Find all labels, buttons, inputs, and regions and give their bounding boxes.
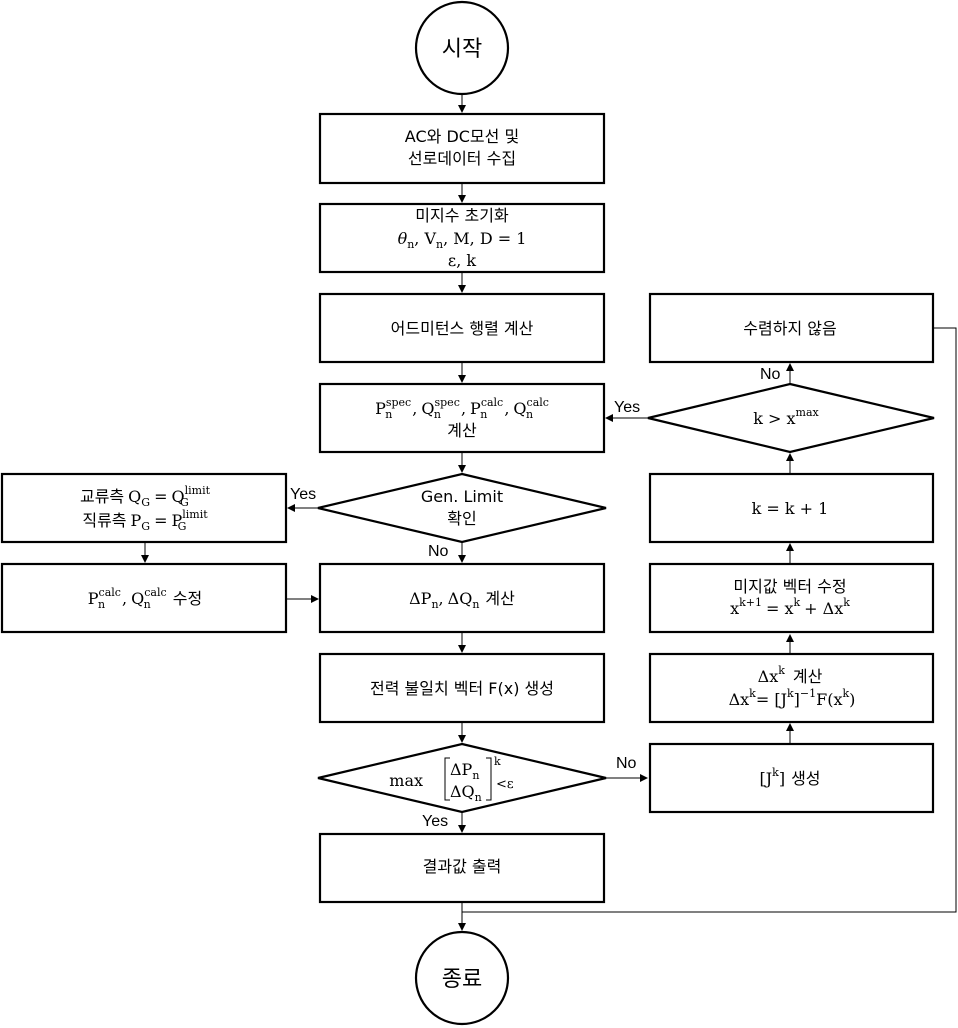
start-label: 시작 — [442, 37, 482, 62]
update-formula: xk+1= xk+ Δxk — [730, 596, 850, 618]
gen-limit-line-1: Gen. Limit — [421, 487, 503, 506]
check-max: max — [389, 771, 423, 790]
calc-pq-label: 계산 — [447, 421, 477, 440]
edge-label-maxcheck-yes: Yes — [614, 399, 640, 416]
not-converged-box — [648, 292, 935, 364]
edge-label-genlimit-no: No — [428, 543, 449, 560]
init-title: 미지수 초기화 — [415, 206, 509, 225]
max-iteration-decision — [647, 382, 935, 454]
increment-label: k = k + 1 — [752, 499, 829, 518]
jacobian-box — [648, 742, 935, 814]
delta-x-box — [648, 652, 935, 724]
edge-label-genlimit-yes: Yes — [290, 486, 316, 503]
jacobian-label: [Jk]생성 — [759, 766, 820, 788]
check-lt: <ε — [496, 777, 514, 792]
edge-label-maxcheck-no: No — [760, 366, 781, 383]
init-box — [318, 202, 606, 274]
end-label: 종료 — [442, 967, 482, 992]
init-vars-2: ε, k — [448, 251, 476, 270]
calc-pq-box — [318, 382, 606, 454]
mismatch-box — [318, 562, 606, 634]
admittance-box — [318, 292, 606, 364]
convergence-decision — [317, 742, 607, 814]
vector-label: 전력 불일치 벡터 F(x) 생성 — [370, 679, 554, 698]
collect-line-1: AC와 DC모선 및 — [405, 127, 519, 146]
result-label: 결과값 출력 — [423, 857, 502, 876]
check-dq: ΔQn — [450, 782, 482, 804]
result-box — [318, 832, 606, 904]
max-check-label: k > xmax — [753, 406, 819, 428]
edge-label-check-no: No — [616, 755, 637, 772]
check-power-k: k — [494, 755, 501, 768]
update-box — [648, 562, 935, 634]
modify-box — [0, 562, 288, 634]
arrow-notconverged-to-end — [462, 327, 957, 913]
convergence-formula: max ΔPn ΔQn k <ε — [389, 755, 514, 804]
edge-label-check-yes: Yes — [422, 813, 448, 830]
admittance-label: 어드미턴스 행렬 계산 — [391, 319, 534, 338]
not-converged-label: 수렴하지 않음 — [743, 319, 836, 338]
limit-action-box — [0, 472, 288, 544]
start-terminal — [414, 0, 510, 96]
check-dp: ΔPn — [450, 760, 479, 782]
init-vars-1: θn, Vn, M, D = 1 — [398, 229, 527, 251]
vector-box — [318, 652, 606, 724]
gen-limit-decision — [317, 472, 607, 544]
gen-limit-line-2: 확인 — [447, 509, 476, 528]
update-title: 미지값 벡터 수정 — [733, 577, 846, 596]
increment-box — [648, 472, 935, 544]
collect-line-2: 선로데이터 수집 — [408, 149, 516, 168]
end-terminal — [414, 930, 510, 1026]
delta-x-formula: Δxk= [Jk]−1F(xk) — [729, 687, 856, 709]
collect-box — [318, 112, 606, 185]
